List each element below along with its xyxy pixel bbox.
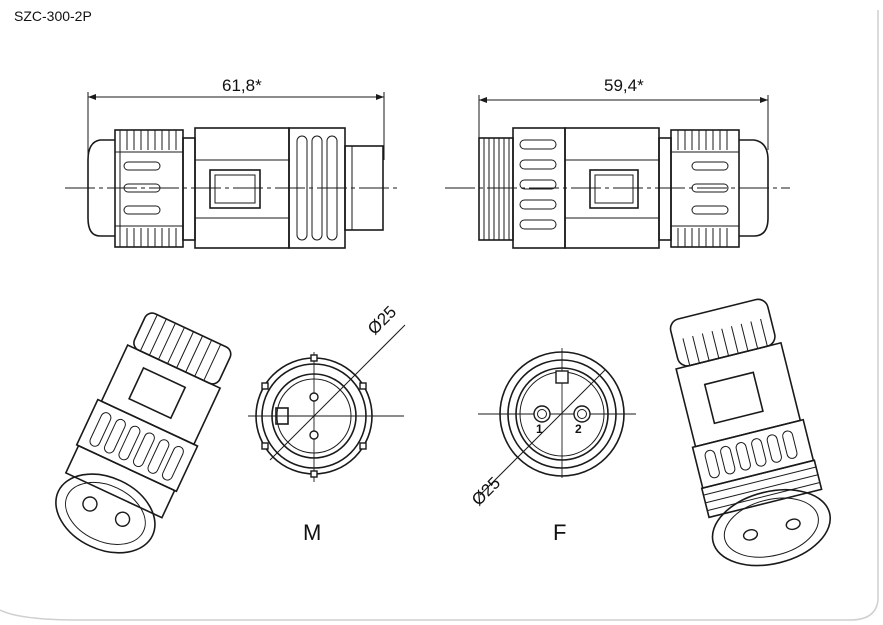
pin-label-1: 1 [536,422,543,436]
male-length-dimension: 61,8* [222,76,262,95]
male-perspective-view [55,312,232,554]
male-face-label: M [303,520,322,545]
pin-label-2: 2 [575,422,582,436]
female-perspective-view [669,298,832,567]
model-code: SZC-300-2P [14,8,92,24]
male-front-face [248,324,406,482]
male-side-view [65,92,400,249]
female-face-label: F [553,520,567,545]
female-length-dimension: 59,4* [604,76,644,95]
female-side-view [445,95,790,249]
female-front-face [478,348,636,496]
page-border [0,10,879,621]
